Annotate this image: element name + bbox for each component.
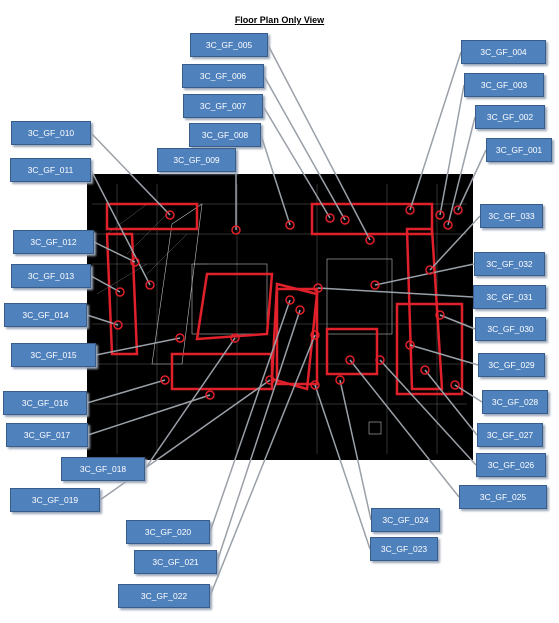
callout-label: 3C_GF_028: [482, 390, 548, 414]
callout-label: 3C_GF_018: [61, 457, 145, 481]
callout-label: 3C_GF_012: [13, 230, 94, 254]
callout-label: 3C_GF_005: [190, 33, 268, 57]
callout-label: 3C_GF_031: [473, 285, 546, 309]
callout-label: 3C_GF_021: [134, 550, 217, 574]
callout-label: 3C_GF_019: [10, 488, 100, 512]
callout-label: 3C_GF_007: [183, 94, 263, 118]
callout-label: 3C_GF_008: [189, 123, 261, 147]
callout-label: 3C_GF_015: [11, 343, 96, 367]
callout-label: 3C_GF_009: [157, 148, 236, 172]
callout-label: 3C_GF_027: [477, 423, 543, 447]
callout-label: 3C_GF_011: [10, 158, 91, 182]
callout-label: 3C_GF_002: [475, 105, 545, 129]
callout-label: 3C_GF_017: [6, 423, 88, 447]
callout-label: 3C_GF_004: [461, 40, 546, 64]
floor-plan: [87, 174, 473, 460]
callout-label: 3C_GF_016: [3, 391, 87, 415]
callout-label: 3C_GF_010: [11, 121, 91, 145]
callout-label: 3C_GF_001: [486, 138, 552, 162]
callout-label: 3C_GF_030: [475, 317, 546, 341]
callout-label: 3C_GF_033: [480, 204, 543, 228]
callout-label: 3C_GF_014: [4, 303, 87, 327]
page-title: Floor Plan Only View: [234, 15, 325, 25]
callout-label: 3C_GF_029: [478, 353, 545, 377]
callout-label: 3C_GF_024: [371, 508, 440, 532]
callout-label: 3C_GF_025: [459, 485, 547, 509]
callout-label: 3C_GF_032: [474, 252, 545, 276]
callout-label: 3C_GF_006: [182, 64, 264, 88]
callout-label: 3C_GF_013: [11, 264, 91, 288]
callout-label: 3C_GF_026: [476, 453, 546, 477]
callout-label: 3C_GF_003: [464, 73, 544, 97]
callout-label: 3C_GF_023: [370, 537, 438, 561]
callout-label: 3C_GF_022: [118, 584, 210, 608]
callout-label: 3C_GF_020: [126, 520, 210, 544]
